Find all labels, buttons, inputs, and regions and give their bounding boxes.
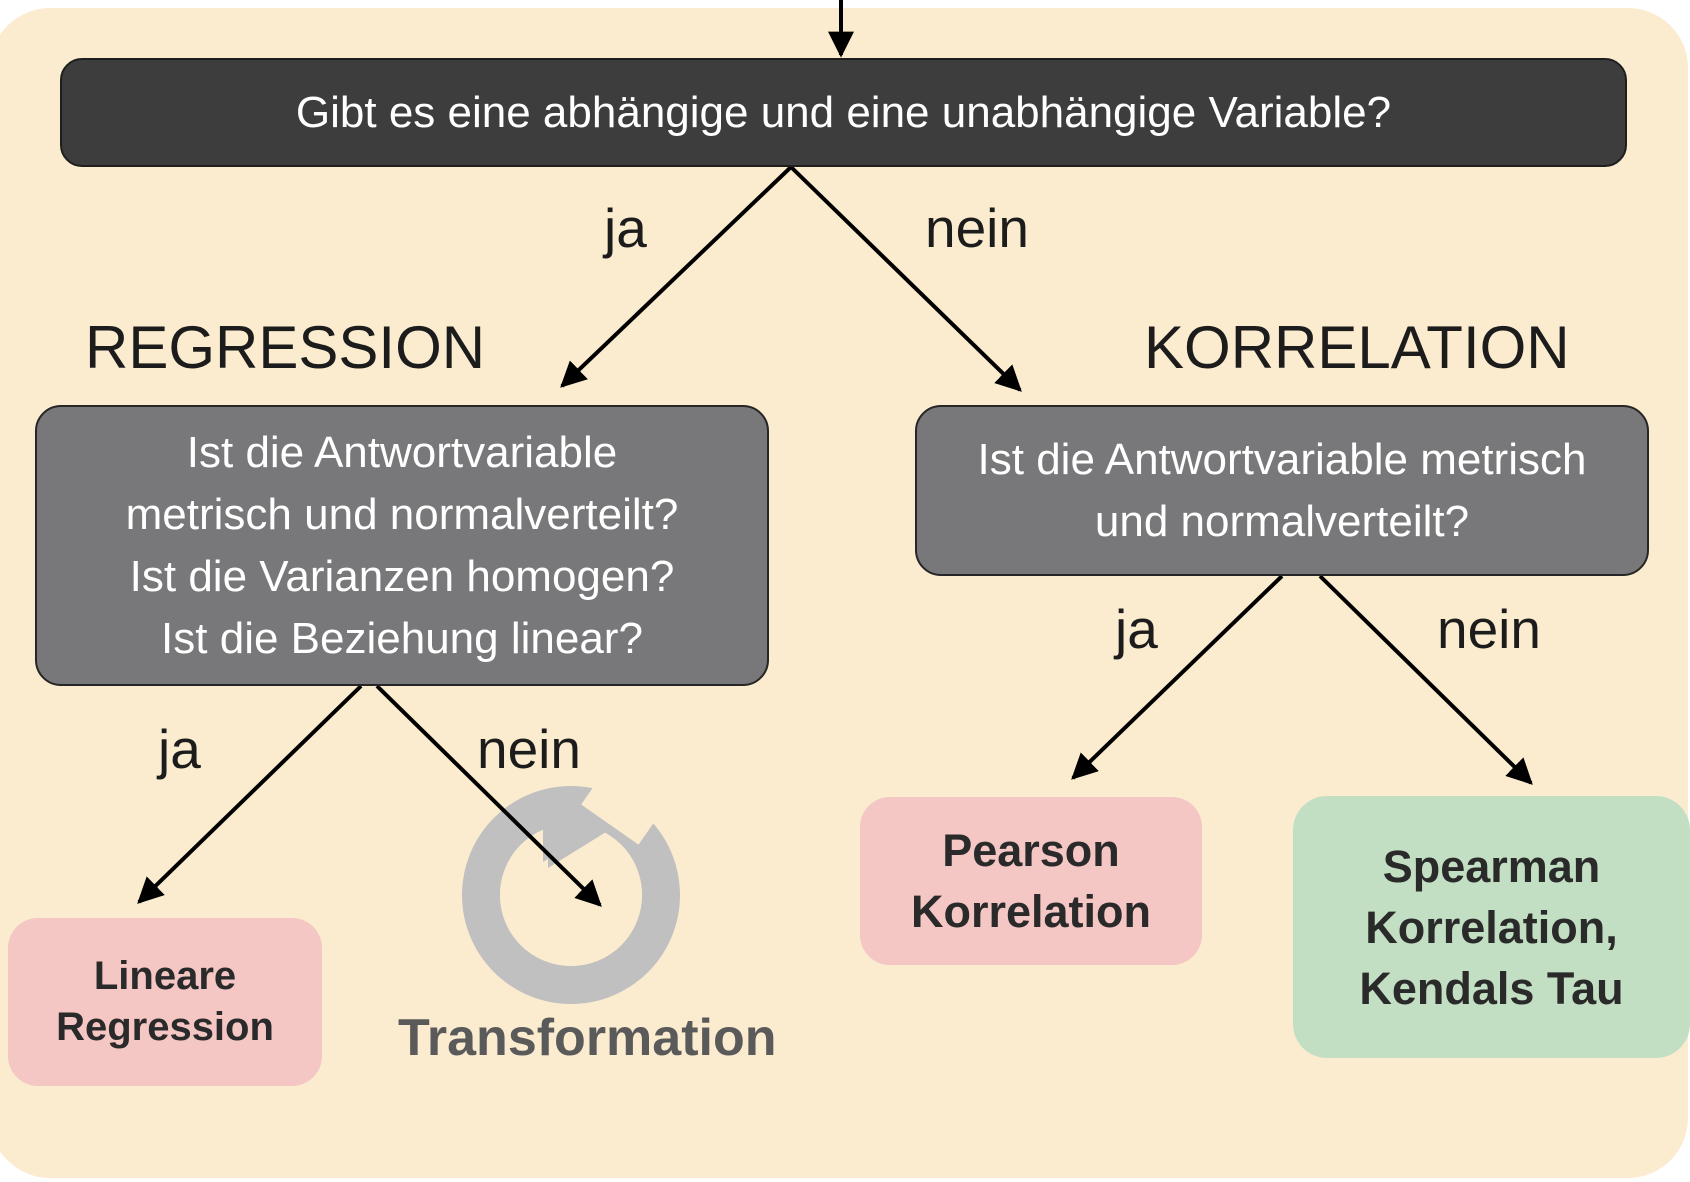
pearson-line: Pearson	[942, 825, 1120, 876]
spearman-kendall-box: Spearman Korrelation, Kendals Tau	[1293, 796, 1690, 1058]
linear-regression-line: Regression	[56, 1005, 274, 1049]
pearson-line: Korrelation	[910, 886, 1152, 937]
regression-question-box: Ist die Antwortvariable metrisch und nor…	[35, 405, 769, 686]
top-yes-label: ja	[604, 197, 647, 259]
correlation-yes-label: ja	[1115, 598, 1158, 660]
spearman-line: Spearman	[1382, 840, 1601, 892]
cycle-arrow-icon	[462, 755, 680, 1004]
regression-question-line: Ist die Beziehung linear?	[161, 613, 643, 663]
regression-heading: REGRESSION	[85, 314, 486, 381]
correlation-question-line: und normalverteilt?	[1094, 496, 1470, 546]
regression-question-line: Ist die Varianzen homogen?	[129, 551, 675, 601]
arrow-regression-nein	[375, 684, 602, 907]
regression-question-line: Ist die Antwortvariable	[186, 427, 618, 477]
correlation-no-label: nein	[1437, 598, 1541, 660]
regression-no-label: nein	[477, 718, 581, 780]
correlation-heading: KORRELATION	[1144, 314, 1570, 381]
arrow-regression-ja	[137, 684, 363, 904]
regression-question-line: metrisch und normalverteilt?	[125, 489, 679, 539]
arrow-correlation-ja	[1071, 574, 1284, 780]
top-question-box: Gibt es eine abhängige und eine unabhäng…	[60, 58, 1627, 167]
linear-regression-box: Lineare Regression	[8, 918, 322, 1086]
correlation-question-line: Ist die Antwortvariable metrisch	[977, 434, 1587, 484]
spearman-line: Korrelation,	[1365, 901, 1618, 953]
correlation-question-box: Ist die Antwortvariable metrisch und nor…	[915, 405, 1649, 576]
top-no-label: nein	[925, 197, 1029, 259]
arrow-correlation-nein	[1318, 574, 1533, 785]
spearman-line: Kendals Tau	[1359, 962, 1624, 1014]
arrow-top-nein	[789, 165, 1022, 392]
arrow-top-ja	[560, 165, 793, 388]
linear-regression-line: Lineare	[93, 954, 237, 998]
top-question-text: Gibt es eine abhängige und eine unabhäng…	[295, 87, 1392, 137]
transformation-label: Transformation	[398, 1009, 777, 1067]
pearson-correlation-box: Pearson Korrelation	[860, 797, 1202, 965]
regression-yes-label: ja	[158, 718, 201, 780]
